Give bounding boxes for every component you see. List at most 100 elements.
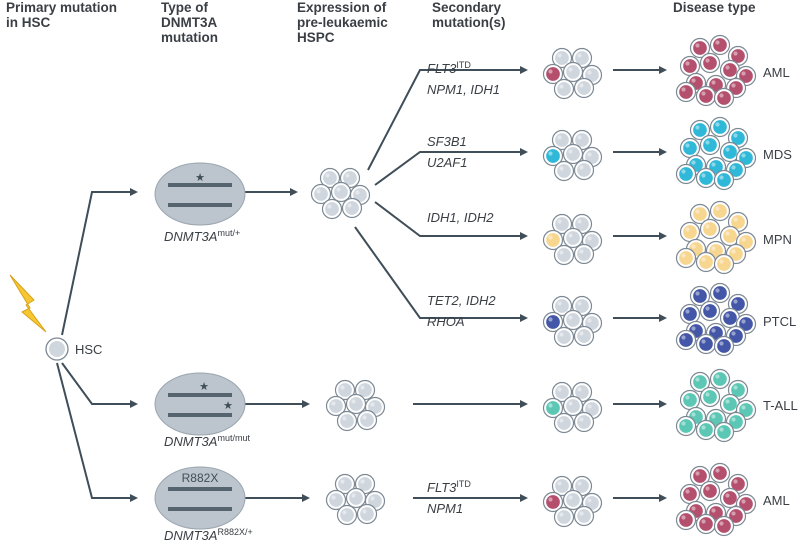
dnmt3a-het-label: DNMT3Amut/+ [164,228,240,244]
normal-cell [562,395,584,417]
normal-cell [551,47,573,69]
chromosome-ellipse [154,372,246,436]
tumor-cell [695,85,717,107]
tumor-cell [699,218,721,240]
secondary-mutation-3-line2: RHOA [427,314,465,329]
normal-cell [573,77,595,99]
disease-label-2: MPN [763,232,792,247]
normal-cell [356,503,378,525]
tumor-cell [699,52,721,74]
normal-cell [562,309,584,331]
secondary-mutation-0-line1: FLT3ITD [427,60,471,76]
disease-label-1: MDS [763,147,792,162]
normal-cell [573,159,595,181]
arrow-hsc-hom [61,362,138,408]
tumor-cell [689,119,711,141]
tumor-cell [679,483,701,505]
normal-cell [573,411,595,433]
normal-cell [553,160,575,182]
secondary-cluster-0 [542,47,603,100]
hsc-label: HSC [75,342,102,357]
disease-cluster-2 [675,200,757,275]
secondary-mutation-3-line1: TET2, IDH2 [427,293,496,308]
normal-cell [581,398,603,420]
mutation-star-icon: ★ [195,172,205,184]
tumor-cell [695,333,717,355]
header-expression: Expression of pre-leukaemic HSPC [297,0,388,45]
arrow-hsc-het [61,188,138,336]
mutation-star-icon: ★ [223,400,233,412]
normal-cell [553,326,575,348]
tumor-cell [699,134,721,156]
dnmt3a-hom-label: DNMT3Amut/mut [164,433,250,449]
normal-cell [345,487,367,509]
normal-cell [571,47,593,69]
disease-cluster-5 [675,462,757,537]
mutant-cell [542,145,564,167]
normal-cell [551,213,573,235]
tumor-cell [675,509,697,531]
secondary-mutation-5-line1: FLT3ITD [427,479,471,495]
chromosome-bar [168,203,232,207]
tumor-cell [709,34,731,56]
tumor-cell [675,415,697,437]
tumor-cell [709,116,731,138]
tumor-cell [695,167,717,189]
tumor-cell [679,221,701,243]
tumor-cell [679,389,701,411]
normal-cell [325,489,347,511]
tumor-cell [709,282,731,304]
mutant-cell [542,397,564,419]
header-dnmt3a-type: Type of DNMT3A mutation [161,0,218,45]
normal-cell [354,473,376,495]
secondary-mutation-2-line1: IDH1, IDH2 [427,210,494,225]
mutant-cell [542,311,564,333]
tumor-cell [709,368,731,390]
tumor-cell [713,515,735,537]
chromosome-bar [168,183,232,187]
hsc-cell [45,337,69,361]
secondary-cluster-5 [542,475,603,528]
chromosome-bar [168,507,232,511]
disease-label-0: AML [763,65,790,80]
normal-cell [571,381,593,403]
tumor-cell [735,399,757,421]
secondary-mutation-1-line2: U2AF1 [427,155,467,170]
normal-cell [562,227,584,249]
secondary-cluster-3 [542,295,603,348]
tumor-cell [699,480,721,502]
tumor-cell [689,285,711,307]
mutation-star-icon: ★ [199,381,209,393]
mutant-cell [542,229,564,251]
tumor-cell [699,300,721,322]
tumor-cell [679,303,701,325]
tumor-cell [709,200,731,222]
mutant-cell [542,63,564,85]
normal-cell [325,395,347,417]
normal-cell [551,381,573,403]
chromosome-bar [168,393,232,397]
normal-cell [321,198,343,220]
disease-cluster-1 [675,116,757,191]
disease-cluster-4 [675,368,757,443]
normal-cell [573,505,595,527]
normal-cell [334,473,356,495]
tumor-cell [675,81,697,103]
normal-cell [310,183,332,205]
disease-label-3: PTCL [763,314,796,329]
tumor-cell [713,87,735,109]
tumor-cell [689,371,711,393]
tumor-cell [675,329,697,351]
arrow-branch-ptcl [354,226,528,322]
arrow-branch-mds [374,148,528,186]
normal-cell [336,504,358,526]
normal-cell [551,129,573,151]
normal-cell [562,489,584,511]
tumor-cell [713,253,735,275]
tumor-cell [713,335,735,357]
chromosome-ellipse [154,162,246,226]
normal-cell [571,213,593,235]
normal-cell [553,412,575,434]
normal-cell [319,167,341,189]
